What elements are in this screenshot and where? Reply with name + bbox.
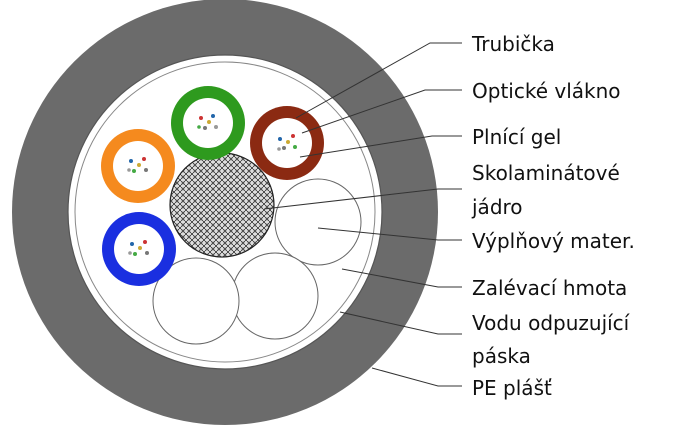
- tube-blue: [102, 212, 176, 286]
- label-fiber: Optické vlákno: [472, 79, 621, 103]
- label-tube: Trubička: [471, 32, 555, 56]
- leader-core: [263, 188, 462, 210]
- leader-lines: [263, 42, 462, 387]
- fiberglass-core: [169, 152, 275, 258]
- tube-green: [171, 86, 245, 160]
- tube-brown: [250, 106, 324, 180]
- filler-element: [231, 252, 319, 340]
- filler-element: [274, 178, 362, 266]
- label-core-line1: Skolaminátové: [472, 161, 620, 185]
- leader-fiber: [301, 89, 462, 134]
- leader-compound: [341, 268, 462, 288]
- filler-element: [152, 257, 240, 345]
- leader-tape: [339, 311, 462, 335]
- label-tape-line1: Vodu odpuzující: [472, 311, 631, 335]
- label-compound: Zalévací hmota: [472, 276, 627, 300]
- leader-tube: [295, 42, 462, 119]
- label-core-line2: jádro: [471, 195, 523, 219]
- leader-filler: [317, 227, 462, 241]
- label-gel: Plnící gel: [472, 125, 561, 149]
- tube-orange: [101, 129, 175, 203]
- label-tape-line2: páska: [472, 344, 531, 368]
- label-filler: Výplňový mater.: [472, 229, 635, 253]
- label-sheath: PE plášť: [472, 376, 552, 400]
- leader-gel: [299, 135, 462, 158]
- leader-sheath: [371, 367, 462, 387]
